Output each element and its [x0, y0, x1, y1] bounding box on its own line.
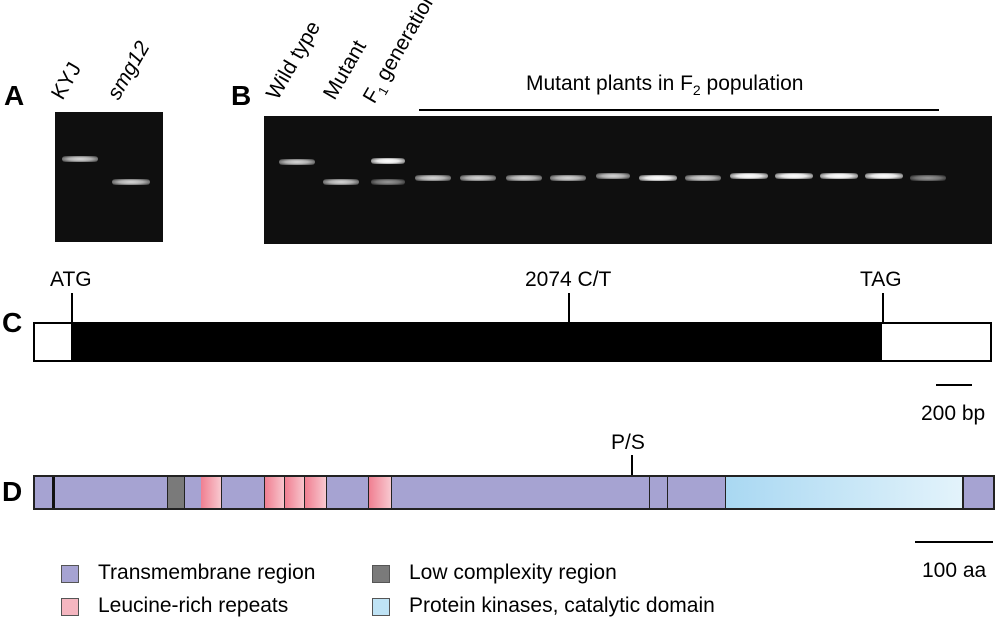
lane-label-kyj: KYJ — [46, 58, 87, 104]
gel-band — [775, 173, 813, 179]
gel-band — [371, 158, 405, 164]
gel-panel-a — [55, 112, 163, 242]
domain-divider — [667, 477, 668, 508]
domain-divider — [52, 477, 55, 508]
gene-utr-5 — [33, 322, 73, 362]
lane-label-smg12: smg12 — [102, 37, 155, 104]
panel-a-letter: A — [4, 80, 25, 111]
gel-band — [639, 175, 677, 181]
gel-band — [323, 179, 359, 185]
protein-domain-bar — [33, 475, 995, 510]
gene-utr-3 — [882, 322, 992, 362]
gel-band — [820, 173, 858, 179]
bp-scale-label: 200 bp — [921, 402, 986, 425]
legend-swatch-low-complexity — [372, 565, 390, 583]
gel-band — [112, 179, 150, 185]
stop-codon-label: TAG — [860, 268, 902, 291]
stop-codon-tick — [882, 293, 884, 323]
domain-divider — [649, 477, 650, 508]
leucine-rich-repeat — [368, 477, 392, 508]
leucine-rich-repeat — [201, 477, 222, 508]
panel-c-letter: C — [2, 307, 23, 338]
f2-prefix: Mutant plants in F — [526, 72, 693, 95]
legend-label-transmembrane: Transmembrane region — [98, 561, 316, 584]
start-codon-tick — [71, 293, 73, 323]
mutation-site-label: 2074 C/T — [525, 268, 612, 291]
f1-suffix: generation — [368, 0, 442, 90]
f2-subscript: 2 — [692, 82, 701, 99]
panel-b-letter: B — [231, 80, 252, 111]
leucine-rich-repeat — [264, 477, 285, 508]
gel-band — [865, 173, 903, 179]
gel-band — [279, 159, 315, 165]
start-codon-label: ATG — [50, 268, 92, 291]
gel-band — [62, 156, 98, 162]
legend-swatch-leucine-rich — [61, 598, 79, 616]
gene-coding-region — [71, 322, 884, 362]
legend-swatch-kinase — [372, 598, 390, 616]
leucine-rich-repeat — [284, 477, 305, 508]
aa-scale-label: 100 aa — [922, 559, 987, 582]
protein-mutation-tick — [631, 455, 633, 477]
gel-band — [685, 175, 721, 181]
mutation-site-tick — [568, 293, 570, 323]
protein-mutation-label: P/S — [611, 431, 645, 454]
f2-bracket-line — [419, 109, 939, 111]
gel-band — [910, 175, 946, 181]
bp-scale-bar — [936, 384, 972, 386]
gel-band — [596, 173, 630, 179]
kinase-domain — [725, 477, 964, 508]
leucine-rich-repeat — [304, 477, 327, 508]
gel-band — [415, 175, 451, 181]
gel-band — [371, 179, 405, 185]
lane-label-f1-generation: F1 generation — [359, 0, 447, 110]
f2-population-label: Mutant plants in F2 population — [526, 73, 803, 101]
f2-suffix: population — [700, 72, 804, 95]
gel-band — [550, 175, 586, 181]
legend-label-leucine-rich: Leucine-rich repeats — [98, 594, 289, 617]
legend-swatch-transmembrane — [61, 565, 79, 583]
gel-band — [460, 175, 496, 181]
low-complexity-region — [167, 477, 185, 508]
gel-panel-b — [264, 116, 992, 244]
legend-label-low-complexity: Low complexity region — [409, 561, 617, 584]
lane-label-wild-type: Wild type — [261, 17, 326, 104]
legend-label-kinase: Protein kinases, catalytic domain — [409, 594, 715, 617]
gel-band — [506, 175, 542, 181]
gel-band — [730, 173, 768, 179]
aa-scale-bar — [915, 541, 993, 543]
panel-d-letter: D — [2, 476, 23, 507]
